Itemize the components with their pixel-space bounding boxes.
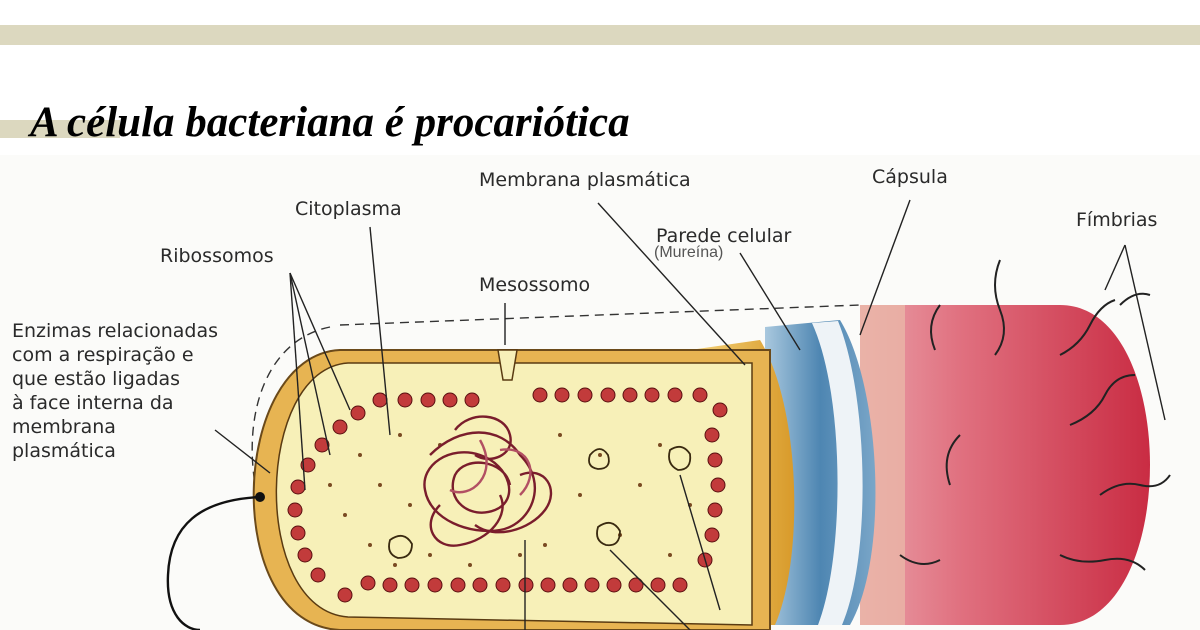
cell-body-inner — [275, 362, 753, 626]
label-enzimas-respiracao: Enzimas relacionadas com a respiração e … — [12, 320, 219, 462]
ribosome-row-right — [697, 402, 728, 568]
cytoplasm-granules — [328, 433, 692, 567]
label-ribossomos: Ribossomos — [160, 245, 274, 267]
label-mureina: (Mureína) — [654, 244, 724, 261]
label-citoplasma: Citoplasma — [295, 198, 402, 220]
capsule-shape — [860, 305, 1150, 625]
ribosome-row-left — [287, 437, 330, 583]
label-parede-celular: Parede celular — [656, 225, 792, 247]
label-fimbrias: Fímbrias — [1076, 209, 1158, 231]
flagellum — [166, 495, 261, 630]
basal-body — [255, 492, 265, 502]
label-capsula: Cápsula — [872, 166, 948, 188]
slide-title: A célula bacteriana é procariótica — [30, 99, 630, 146]
title-decor-band — [0, 120, 120, 138]
ribosome-row-bottom — [337, 575, 688, 603]
leader-lines — [214, 199, 1166, 630]
bacterial-cell-diagram: Membrana plasmática Cápsula Citoplasma P… — [0, 155, 1200, 630]
top-decor-band — [0, 25, 1200, 45]
label-membrana-plasmatica: Membrana plasmática — [479, 169, 691, 191]
inclusion-bodies — [388, 445, 692, 559]
dna-nucleoid — [423, 415, 553, 547]
ribosome-row-top — [332, 387, 708, 435]
diagram-canvas — [166, 199, 1171, 630]
fimbriae — [899, 259, 1171, 571]
mesosome-notch — [497, 349, 518, 381]
cell-wall-white-band — [812, 321, 863, 625]
label-mesossomo: Mesossomo — [479, 274, 591, 296]
